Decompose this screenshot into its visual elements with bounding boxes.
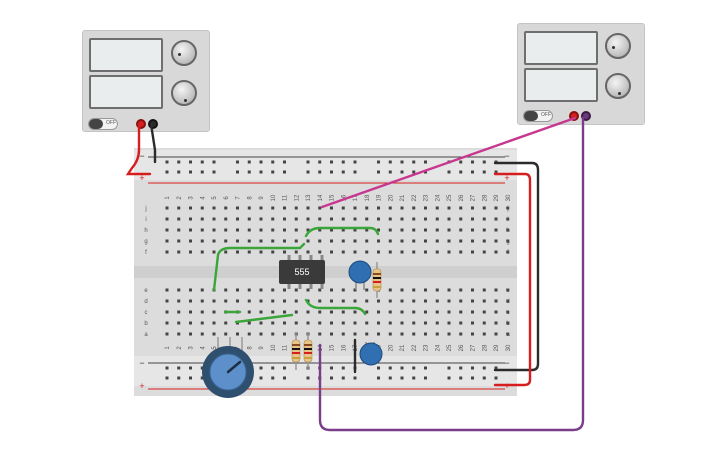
voltage-display: [524, 31, 598, 65]
positive-terminal[interactable]: [136, 119, 146, 129]
negative-terminal[interactable]: [148, 119, 158, 129]
negative-terminal[interactable]: [581, 111, 591, 121]
ic-555-timer[interactable]: 555: [279, 260, 325, 284]
voltage-knob[interactable]: [171, 40, 197, 66]
power-supply-right: OFF: [517, 23, 645, 125]
power-supply-left: OFF: [82, 30, 210, 132]
power-switch[interactable]: OFF: [88, 118, 118, 130]
current-display: [524, 68, 598, 102]
current-knob[interactable]: [605, 73, 631, 99]
voltage-display: [89, 38, 163, 72]
chip-label: 555: [294, 267, 310, 277]
voltage-knob[interactable]: [605, 33, 631, 59]
current-display: [89, 75, 163, 109]
current-knob[interactable]: [171, 80, 197, 106]
power-switch[interactable]: OFF: [523, 110, 553, 122]
breadboard: [134, 148, 517, 396]
positive-terminal[interactable]: [569, 111, 579, 121]
